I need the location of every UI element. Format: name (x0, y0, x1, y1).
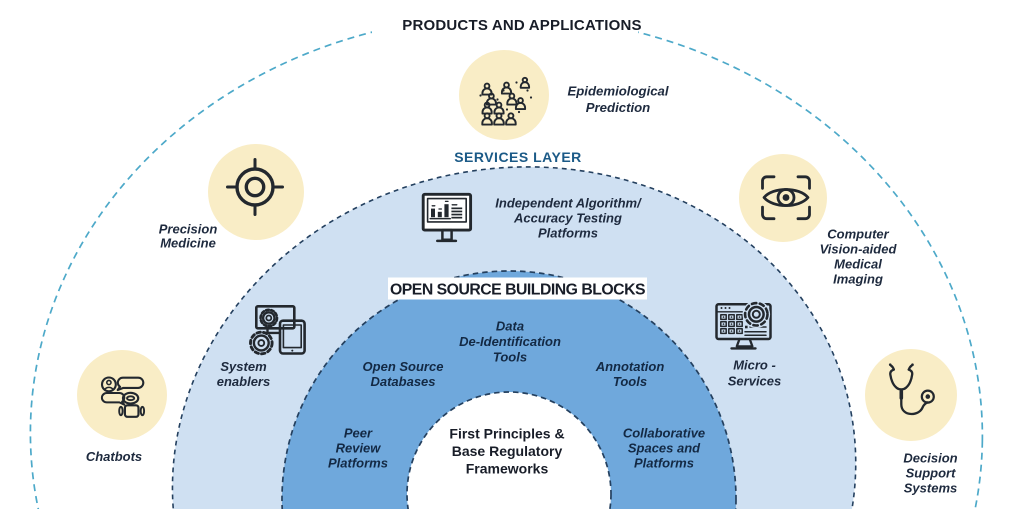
svg-text:Medicine: Medicine (160, 236, 216, 251)
svg-text:Support: Support (906, 466, 956, 481)
svg-text:OPEN SOURCE BUILDING BLOCKS: OPEN SOURCE BUILDING BLOCKS (390, 282, 645, 299)
svg-text:Tools: Tools (493, 350, 527, 365)
svg-text:Base Regulatory: Base Regulatory (452, 443, 563, 459)
svg-text:Precision: Precision (159, 222, 218, 237)
svg-text:Computer: Computer (827, 227, 889, 242)
svg-text:De-Identification: De-Identification (459, 334, 561, 349)
svg-text:System: System (220, 359, 267, 374)
svg-text:First Principles &: First Principles & (449, 426, 564, 442)
svg-text:Independent Algorithm/: Independent Algorithm/ (495, 196, 642, 211)
svg-text:Systems: Systems (904, 481, 957, 496)
svg-text:SERVICES LAYER: SERVICES LAYER (454, 149, 582, 165)
svg-text:Databases: Databases (370, 374, 435, 389)
svg-text:Platforms: Platforms (634, 456, 694, 471)
svg-text:Vision-aided: Vision-aided (820, 242, 898, 257)
svg-text:Epidemiological: Epidemiological (567, 84, 668, 99)
svg-text:Tools: Tools (613, 374, 647, 389)
svg-text:Frameworks: Frameworks (466, 461, 549, 477)
svg-text:Accuracy Testing: Accuracy Testing (513, 211, 622, 226)
svg-text:Review: Review (336, 441, 382, 456)
svg-text:Prediction: Prediction (586, 100, 650, 115)
svg-text:Peer: Peer (344, 426, 373, 441)
svg-text:Open Source: Open Source (363, 359, 444, 374)
svg-text:Medical: Medical (834, 257, 882, 272)
svg-text:Platforms: Platforms (328, 456, 388, 471)
svg-text:Micro -: Micro - (733, 358, 776, 373)
svg-text:Imaging: Imaging (833, 272, 883, 287)
svg-text:Platforms: Platforms (538, 226, 598, 241)
svg-text:enablers: enablers (217, 374, 270, 389)
svg-text:Annotation: Annotation (595, 359, 665, 374)
svg-text:Spaces and: Spaces and (628, 441, 701, 456)
svg-text:PRODUCTS AND APPLICATIONS: PRODUCTS AND APPLICATIONS (402, 17, 641, 34)
svg-text:Decision: Decision (903, 451, 957, 466)
svg-text:Chatbots: Chatbots (86, 449, 142, 464)
svg-text:Services: Services (728, 374, 782, 389)
svg-text:Collaborative: Collaborative (623, 426, 705, 441)
svg-text:Data: Data (496, 319, 524, 334)
